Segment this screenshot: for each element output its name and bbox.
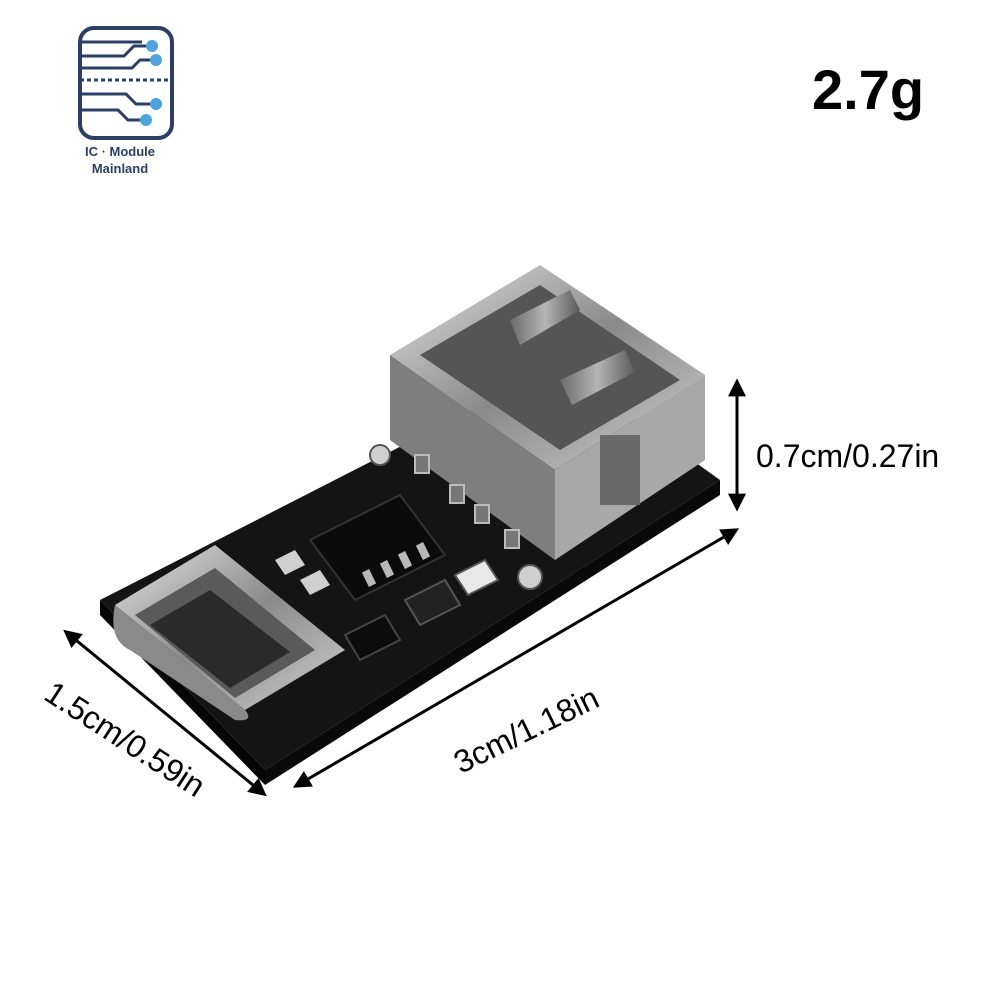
height-dimension-label: 0.7cm/0.27in — [756, 438, 940, 474]
weight-label: 2.7g — [812, 58, 925, 121]
dimension-arrows — [63, 378, 746, 797]
width-arrow — [63, 629, 267, 797]
logo-brand-line1: IC · Module — [84, 144, 156, 159]
ic-module-mainland-logo-icon — [78, 26, 174, 140]
length-arrow — [292, 528, 740, 788]
logo-brand-line2: Mainland — [91, 161, 149, 176]
usb-a-connector — [390, 265, 705, 560]
